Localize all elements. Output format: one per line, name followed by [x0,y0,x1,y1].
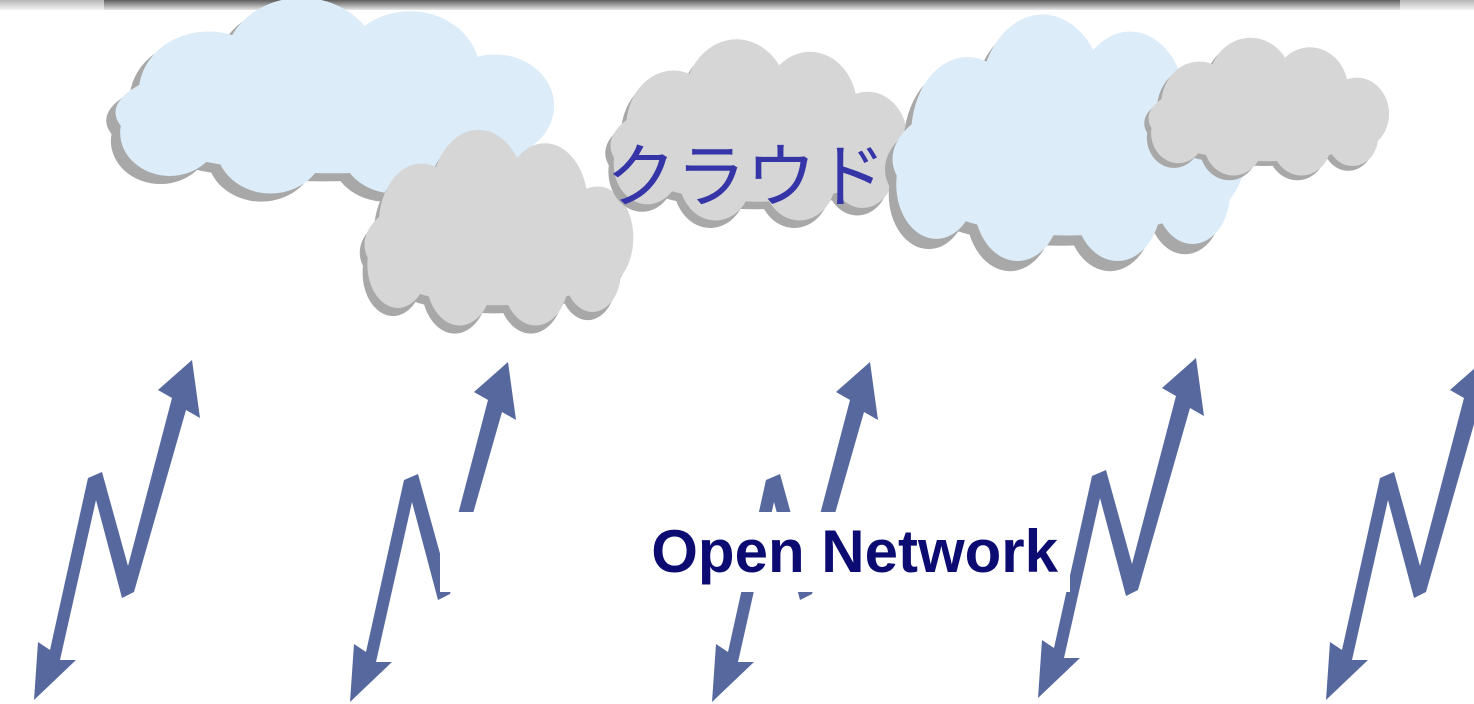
bidirectional-zigzag-arrow-icon [1326,360,1474,700]
top-bar-left-cap [0,0,104,10]
bidirectional-zigzag-arrow-icon [34,360,200,700]
network-label: Open Network [440,512,1070,592]
top-bar [0,0,1474,10]
cloud-icon [1144,37,1390,181]
top-bar-right-cap [1400,0,1474,10]
cloud-label: クラウド [606,136,886,218]
